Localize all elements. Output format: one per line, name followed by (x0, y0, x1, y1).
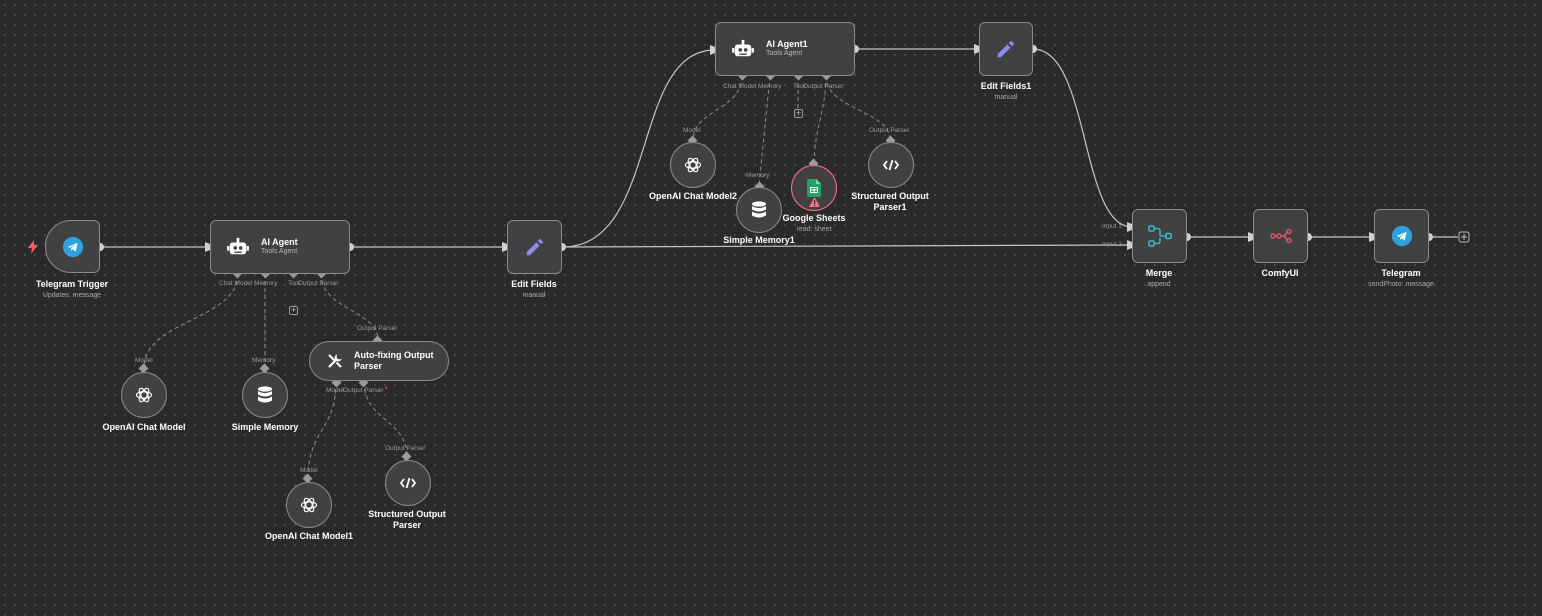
robot-icon (732, 39, 754, 59)
port-label: Memory (252, 357, 276, 364)
node-subtitle: Tools Agent (766, 50, 803, 58)
add-tool-button[interactable]: + (289, 305, 298, 315)
wire-editfields1-to-merge-input1 (1032, 48, 1133, 228)
node-title: AI Agent (261, 237, 298, 248)
port-label: Output Parser (385, 445, 426, 452)
edit-fields1-node[interactable] (979, 22, 1033, 76)
pencil-icon (995, 38, 1017, 60)
comfyui-node[interactable] (1253, 209, 1308, 263)
add-tool-button[interactable]: + (794, 108, 803, 118)
port-output-parser: Output Parser (343, 387, 384, 394)
node-title: OpenAI Chat Model (102, 422, 186, 432)
structured-output-parser1-node[interactable] (868, 142, 914, 188)
port-label: Model (683, 127, 701, 134)
robot-icon (227, 237, 249, 257)
ai-agent1-node[interactable]: AI Agent1 Tools Agent (715, 22, 855, 76)
ai-agent-node[interactable]: AI Agent Tools Agent (210, 220, 350, 274)
node-title: Auto-fixing Output Parser (354, 349, 434, 371)
node-title: Structured Output Parser1 (851, 191, 929, 212)
node-title: OpenAI Chat Model2 (648, 191, 737, 201)
port-label: Model (135, 357, 153, 364)
simple-memory-node[interactable] (242, 372, 288, 418)
wire-editfields-to-agent1 (561, 49, 716, 248)
node-title: Simple Memory1 (723, 235, 795, 245)
edit-fields-node[interactable] (507, 220, 562, 274)
port-chat-model: Chat Model (219, 280, 253, 287)
merge-icon (1147, 225, 1172, 247)
port-tool: Tool (288, 280, 300, 287)
node-title: Merge (1145, 268, 1173, 278)
node-title: Telegram Trigger (35, 279, 109, 289)
port-label: Memory (746, 172, 770, 179)
node-subtitle: append (1147, 281, 1171, 288)
openai-icon (299, 495, 319, 515)
port-output-parser: Output Parser (803, 83, 844, 90)
openai-chat-model1-node[interactable] (286, 482, 332, 528)
openai-icon (134, 385, 154, 405)
openai-icon (683, 155, 703, 175)
google-sheets-node[interactable] (791, 165, 837, 211)
database-icon (257, 386, 273, 404)
merge-node[interactable] (1132, 209, 1187, 263)
node-title: ComfyUI (1261, 268, 1299, 278)
node-title: Structured Output Parser (368, 509, 446, 530)
port-output-parser: Output Parser (298, 280, 339, 287)
code-icon (883, 159, 899, 171)
port-label: Output Parser (357, 325, 398, 332)
port-label: Output Parser (869, 127, 910, 134)
simple-memory1-node[interactable] (736, 187, 782, 233)
openai-chat-model-node[interactable] (121, 372, 167, 418)
node-title: Edit Fields1 (980, 81, 1032, 91)
node-title: Edit Fields (511, 279, 557, 289)
trigger-bolt-icon (28, 240, 38, 254)
node-title: Simple Memory (231, 422, 299, 432)
structured-output-parser-node[interactable] (385, 460, 431, 506)
port-label: Model (300, 467, 318, 474)
tools-icon (326, 352, 344, 370)
node-subtitle: Updates: message (42, 292, 102, 299)
node-title: OpenAI Chat Model1 (264, 531, 353, 541)
telegram-icon (62, 236, 84, 258)
port-input1: Input 1 (1102, 223, 1122, 230)
wire-editfields-to-merge-input2 (561, 244, 1133, 248)
openai-chat-model2-node[interactable] (670, 142, 716, 188)
port-model: Model (326, 387, 344, 394)
database-icon (751, 201, 767, 219)
node-subtitle: manual (994, 94, 1018, 101)
google-sheets-icon (807, 179, 821, 197)
telegram-trigger-node[interactable] (45, 220, 100, 273)
port-tool: Tool (793, 83, 805, 90)
comfy-icon (1269, 229, 1292, 243)
telegram-node[interactable] (1374, 209, 1429, 263)
node-subtitle: manual (522, 292, 546, 299)
node-title: AI Agent1 (766, 39, 808, 50)
add-node-button[interactable] (1458, 231, 1470, 243)
node-title: Telegram (1381, 268, 1421, 278)
port-chat-model: Chat Model (723, 83, 757, 90)
port-memory: Memory (758, 83, 782, 90)
required-asterisk: * (385, 386, 388, 393)
port-memory: Memory (254, 280, 278, 287)
node-subtitle: Tools Agent (261, 248, 298, 256)
telegram-icon (1391, 225, 1413, 247)
node-subtitle: read: sheet (796, 226, 832, 233)
node-title: Google Sheets (782, 213, 846, 223)
node-subtitle: sendPhoto: message (1368, 281, 1434, 288)
port-input2: Input 2 (1102, 241, 1122, 248)
code-icon (400, 477, 416, 489)
auto-fixing-output-parser-node[interactable]: Auto-fixing Output Parser (309, 341, 449, 381)
pencil-icon (524, 236, 546, 258)
warning-icon (809, 194, 820, 212)
